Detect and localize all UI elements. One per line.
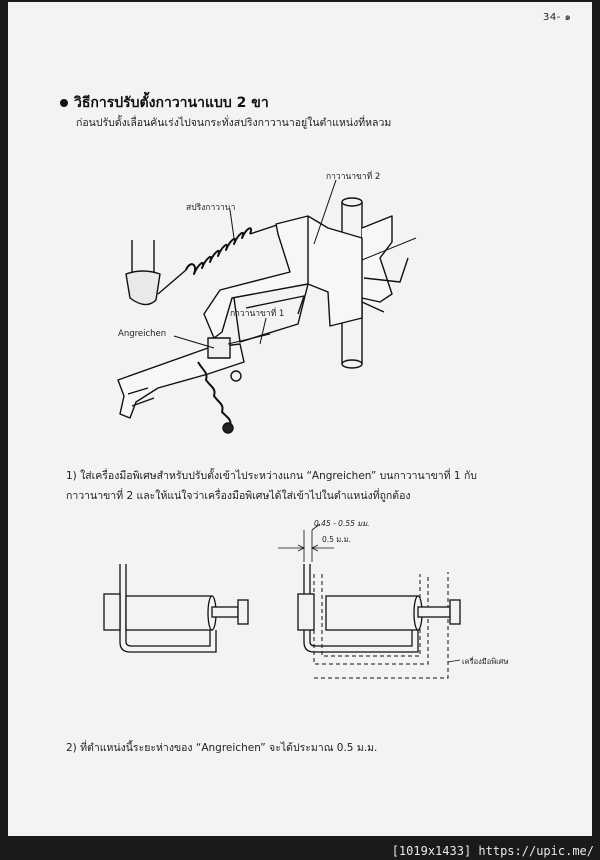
step-1-line2: กาวานาขาที่ 2 และให้แน่ใจว่าเครื่องมือพิ… [66, 490, 411, 502]
step-1-line1: ใส่เครื่องมือพิเศษสำหรับปรับตั้งเข้าไประ… [80, 470, 477, 482]
tube-left [131, 240, 155, 274]
page-number: 34- ๑ [543, 12, 572, 23]
document-page: 34- ๑ วิธีการปรับตั้งกาวานาแบบ 2 ขา ก่อน… [8, 2, 592, 836]
section-subtitle: ก่อนปรับตั้งเลื่อนคันเร่งไปจนกระทั่งสปริ… [76, 117, 392, 129]
label-gap: 0.5 ม.ม. [322, 535, 351, 544]
image-source-footer: [1019x1433] https://upic.me/ [391, 844, 594, 858]
step-2-prefix: 2) [66, 742, 77, 754]
step-2-text: ที่ตำแหน่งนี้ระยะห่างของ “Angreichen” จะ… [80, 742, 378, 754]
spring-coil [185, 227, 252, 275]
step-1: 1) ใส่เครื่องมือพิเศษสำหรับปรับตั้งเข้าไ… [66, 466, 526, 506]
linkage-illustration: กาวานาขาที่ 2 สปริงกาวานา กาวานาขาที่ 1 … [117, 170, 417, 434]
label-special-tool: เครื่องมือพิเศษ [462, 656, 508, 666]
section-heading: วิธีการปรับตั้งกาวานาแบบ 2 ขา [60, 92, 269, 114]
label-angreichen: Angreichen [118, 329, 166, 339]
label-handwritten-tolerance: 0.45 - 0.55 มม. [314, 519, 370, 528]
label-leg2: กาวานาขาที่ 2 [326, 170, 380, 182]
bullet-icon [60, 99, 68, 107]
label-spring: สปริงกาวานา [186, 203, 235, 213]
diagram-without-tool: 0.45 - 0.55 มม. 0.5 ม.ม. เครื่องมือพิเศษ [103, 519, 508, 679]
heading-text: วิธีการปรับตั้งกาวานาแบบ 2 ขา [74, 95, 269, 111]
step-1-prefix: 1) [66, 470, 77, 482]
label-leg1: กาวานาขาที่ 1 [230, 307, 284, 319]
step-2: 2) ที่ตำแหน่งนี้ระยะห่างของ “Angreichen”… [66, 738, 526, 758]
